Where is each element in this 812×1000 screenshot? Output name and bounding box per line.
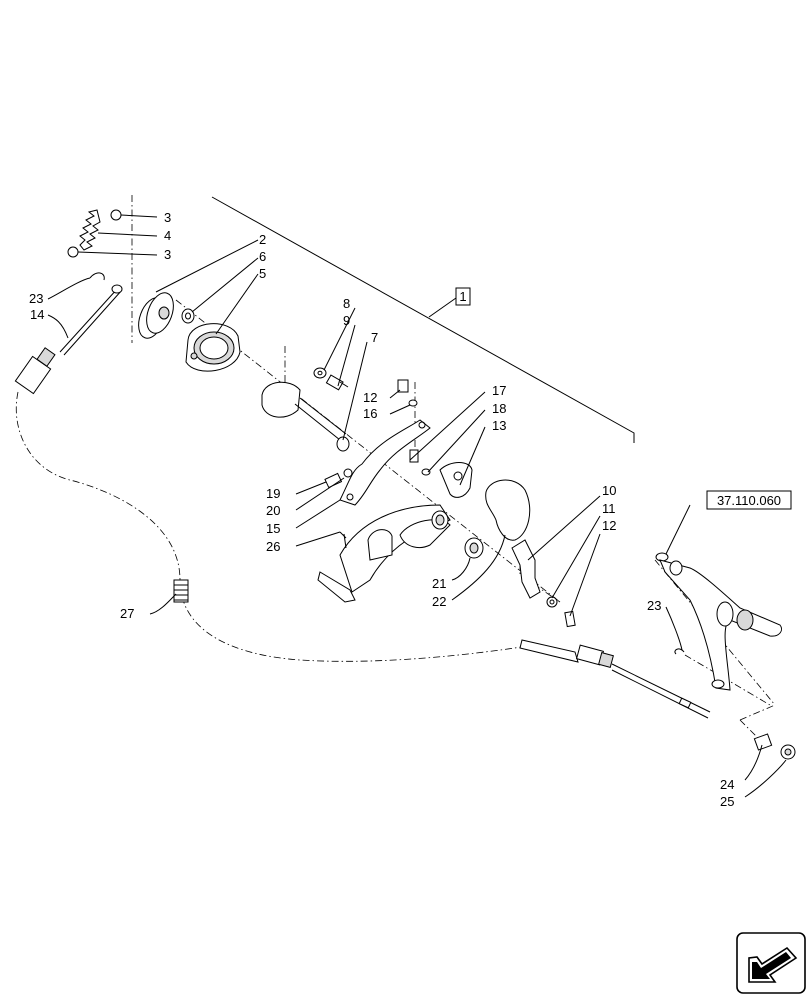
label-2: 2 [259,232,266,247]
assembly-callout[interactable]: 1 [455,287,471,306]
cable-end-right [519,639,711,719]
label-6: 6 [259,249,266,264]
label-25: 25 [720,794,734,809]
ball-bottom [67,246,79,258]
cable-end-left [14,272,123,395]
ball-top [110,209,122,221]
linkage-arm [655,552,783,691]
shift-shaft [261,381,350,452]
gear-knob [485,479,531,541]
label-26: 26 [266,539,280,554]
label-23-left: 23 [29,291,43,306]
clamp-bracket [339,379,431,506]
selector-lever [511,539,576,628]
assembly-bracket-line [211,196,635,443]
label-13: 13 [492,418,506,433]
shift-mount-body [317,449,473,603]
label-19: 19 [266,486,280,501]
spring-coil [79,209,101,251]
label-27: 27 [120,606,134,621]
pin-and-nut [753,733,796,760]
label-17: 17 [492,383,506,398]
svg-text:1: 1 [459,289,466,304]
small-pin [339,531,347,539]
arrow-back-icon[interactable] [736,932,806,994]
label-3-bottom: 3 [164,247,171,262]
cable-grommet [173,579,189,603]
label-10: 10 [602,483,616,498]
label-4: 4 [164,228,171,243]
spring-assembly [67,209,122,258]
label-20: 20 [266,503,280,518]
label-7: 7 [371,330,378,345]
control-cable-path [15,391,529,662]
part-labels: 3 4 3 2 6 5 23 14 8 9 7 12 16 17 18 13 1… [29,210,734,809]
label-16: 16 [363,406,377,421]
label-18: 18 [492,401,506,416]
label-3-top: 3 [164,210,171,225]
flat-washer [181,308,195,324]
retaining-clip-right [674,648,685,655]
label-21: 21 [432,576,446,591]
label-12-lower: 12 [602,518,616,533]
label-12-upper: 12 [363,390,377,405]
label-5: 5 [259,266,266,281]
label-11: 11 [602,501,616,516]
label-8: 8 [343,296,350,311]
end-cap [138,292,174,339]
svg-text:37.110.060: 37.110.060 [717,493,781,508]
housing-ring [185,323,241,372]
label-15: 15 [266,521,280,536]
label-23-right: 23 [647,598,661,613]
screw-lower [324,468,353,489]
retaining-clip [89,272,105,281]
label-9: 9 [343,313,350,328]
leader-lines [47,214,787,798]
label-22: 22 [432,594,446,609]
label-14: 14 [30,307,44,322]
rubber-bush [464,537,484,559]
bolt-and-washer-upper [313,367,349,391]
label-24: 24 [720,777,734,792]
reference-link[interactable]: 37.110.060 [706,490,792,510]
